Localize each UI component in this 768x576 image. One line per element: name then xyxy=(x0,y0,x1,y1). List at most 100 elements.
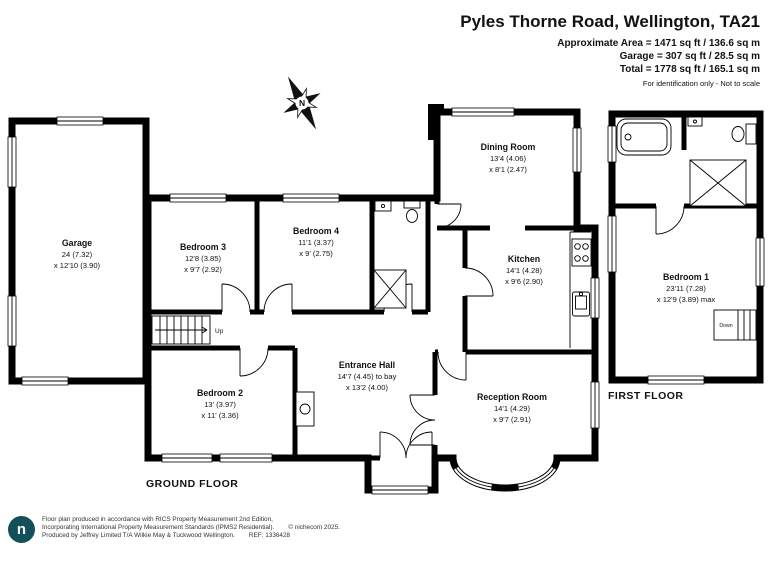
footer-produced-text: Produced by Jeffrey Limited T/A Wilkie M… xyxy=(42,532,235,540)
hob-ring xyxy=(574,255,581,262)
compass-north-label: N xyxy=(299,98,305,108)
bedroom4-door xyxy=(263,283,293,313)
room-label-kitchen: Kitchen 14'1 (4.28) x 9'6 (2.90) xyxy=(505,254,543,286)
ff-toilet-bowl-icon xyxy=(731,126,745,142)
bedroom3-name: Bedroom 3 xyxy=(180,242,226,252)
hall-reception-double-door xyxy=(409,394,436,446)
ff-basin-icon xyxy=(687,116,703,127)
shower-cross xyxy=(373,269,407,309)
dining-dim2: x 8'1 (2.47) xyxy=(489,165,527,174)
bedroom3-window xyxy=(169,193,227,203)
hob-ring xyxy=(574,243,581,250)
first-floor-plan: Down Bedroom 1 23'11 (7.28) x 12'9 (3.89… xyxy=(607,110,765,402)
bedroom3-dim1: 12'8 (3.85) xyxy=(185,254,222,263)
bedroom4-name: Bedroom 4 xyxy=(293,226,339,236)
entrance-dim1: 14'7 (4.45) to bay xyxy=(338,372,397,381)
bedroom1-dim1: 23'11 (7.28) xyxy=(666,284,706,293)
entrance-dim2: x 13'2 (4.00) xyxy=(346,383,388,392)
compass-rose: N xyxy=(283,76,321,130)
page-title: Pyles Thorne Road, Wellington, TA21 xyxy=(460,12,760,31)
bedroom1-window-left xyxy=(607,215,617,273)
dining-dim1: 13'4 (4.06) xyxy=(490,154,527,163)
hob-ring xyxy=(582,255,589,262)
basin-tap xyxy=(380,203,386,209)
dining-name: Dining Room xyxy=(481,142,536,152)
garage-dim1: 24 (7.32) xyxy=(62,250,93,259)
footer-line-1: Floor plan produced in accordance with R… xyxy=(42,516,273,523)
reception-dim2: x 9'7 (2.91) xyxy=(493,415,531,424)
ff-bathroom-door xyxy=(655,205,685,235)
stairs-down-label: Down xyxy=(719,323,732,329)
cupboard-outline xyxy=(295,391,315,427)
bedroom2-name: Bedroom 2 xyxy=(197,388,243,398)
bedroom2-door xyxy=(239,347,269,377)
total-area-text: Total = 1778 sq ft / 165.1 sq m xyxy=(619,64,760,75)
footer-line-3: Produced by Jeffrey Limited T/A Wilkie M… xyxy=(42,532,340,540)
ground-floor-label: GROUND FLOOR xyxy=(146,478,238,490)
garage-window-left-2 xyxy=(7,295,17,347)
hob-ring xyxy=(582,243,589,250)
footer-line-2: Incorporating International Property Mea… xyxy=(42,524,340,532)
bedroom2-dim2: x 11' (3.36) xyxy=(201,411,239,420)
bedroom3-door xyxy=(221,283,251,313)
dining-door xyxy=(436,203,462,229)
approximate-area-text: Approximate Area = 1471 sq ft / 136.6 sq… xyxy=(557,38,760,49)
bathtub-icon xyxy=(616,118,672,156)
tap-icon xyxy=(578,291,584,297)
hob-icon xyxy=(571,238,592,267)
entrance-bay-window xyxy=(371,485,429,495)
bathtub-tap xyxy=(624,133,632,141)
ground-floor-plan: Up Garage xyxy=(7,104,600,495)
counter-line xyxy=(569,231,591,348)
room-label-dining: Dining Room 13'4 (4.06) x 8'1 (2.47) xyxy=(481,142,536,174)
ff-bathroom-window xyxy=(607,125,617,163)
kitchen-window xyxy=(590,277,600,319)
header: Pyles Thorne Road, Wellington, TA21 Appr… xyxy=(460,12,760,88)
garage-dim2: x 12'10 (3.90) xyxy=(54,261,101,270)
hall-cupboard xyxy=(295,391,315,427)
garage-window-top xyxy=(56,116,104,126)
footer-ipms-text: Incorporating International Property Mea… xyxy=(42,524,275,532)
room-label-bedroom3: Bedroom 3 12'8 (3.85) x 9'7 (2.92) xyxy=(180,242,226,274)
kitchen-name: Kitchen xyxy=(508,254,540,264)
bedroom2-dim1: 13' (3.97) xyxy=(204,400,236,409)
ff-shower-cross xyxy=(689,159,747,207)
front-double-door xyxy=(379,431,433,459)
ff-basin-tap xyxy=(693,119,697,124)
kitchen-dim2: x 9'6 (2.90) xyxy=(505,277,543,286)
reception-door xyxy=(437,351,467,381)
compass-center xyxy=(295,96,309,110)
bedroom2-window-1 xyxy=(161,453,213,463)
footer: n Floor plan produced in accordance with… xyxy=(8,516,340,543)
room-label-bedroom1: Bedroom 1 23'11 (7.28) x 12'9 (3.89) max xyxy=(657,272,716,304)
bedroom4-window xyxy=(282,193,340,203)
dining-window-right xyxy=(572,127,582,173)
toilet-cistern-icon xyxy=(403,200,421,209)
kitchen-door xyxy=(464,267,494,297)
bedroom1-name: Bedroom 1 xyxy=(663,272,709,282)
bedroom2-window-2 xyxy=(219,453,273,463)
reception-bay-windows xyxy=(453,466,557,490)
bathtub-inner xyxy=(620,122,668,152)
nichecom-logo: n xyxy=(8,516,35,543)
room-label-reception: Reception Room 14'1 (4.29) x 9'7 (2.91) xyxy=(477,392,547,424)
room-label-bedroom4: Bedroom 4 11'1 (3.37) x 9' (2.75) xyxy=(293,226,339,258)
room-label-garage: Garage 24 (7.32) x 12'10 (3.90) xyxy=(54,238,101,270)
first-floor-label: FIRST FLOOR xyxy=(608,390,684,402)
cylinder-icon xyxy=(299,403,311,415)
garage-name: Garage xyxy=(62,238,92,248)
toilet-bowl-icon xyxy=(406,209,418,223)
footer-copyright: © nichecom 2025. xyxy=(288,524,340,532)
basin-icon xyxy=(374,200,392,212)
garage-area-text: Garage = 307 sq ft / 28.5 sq m xyxy=(619,51,760,62)
footer-ref: REF: 1336428 xyxy=(248,532,291,540)
reception-dim1: 14'1 (4.29) xyxy=(494,404,531,413)
ff-toilet-cistern-icon xyxy=(745,123,757,145)
stair-arrow xyxy=(155,326,208,334)
disclaimer-text: For identification only - Not to scale xyxy=(642,79,760,88)
reception-name: Reception Room xyxy=(477,392,547,402)
staircase-down: Down xyxy=(713,309,757,341)
reception-window-right xyxy=(590,381,600,429)
stairs-up-label: Up xyxy=(215,328,224,335)
